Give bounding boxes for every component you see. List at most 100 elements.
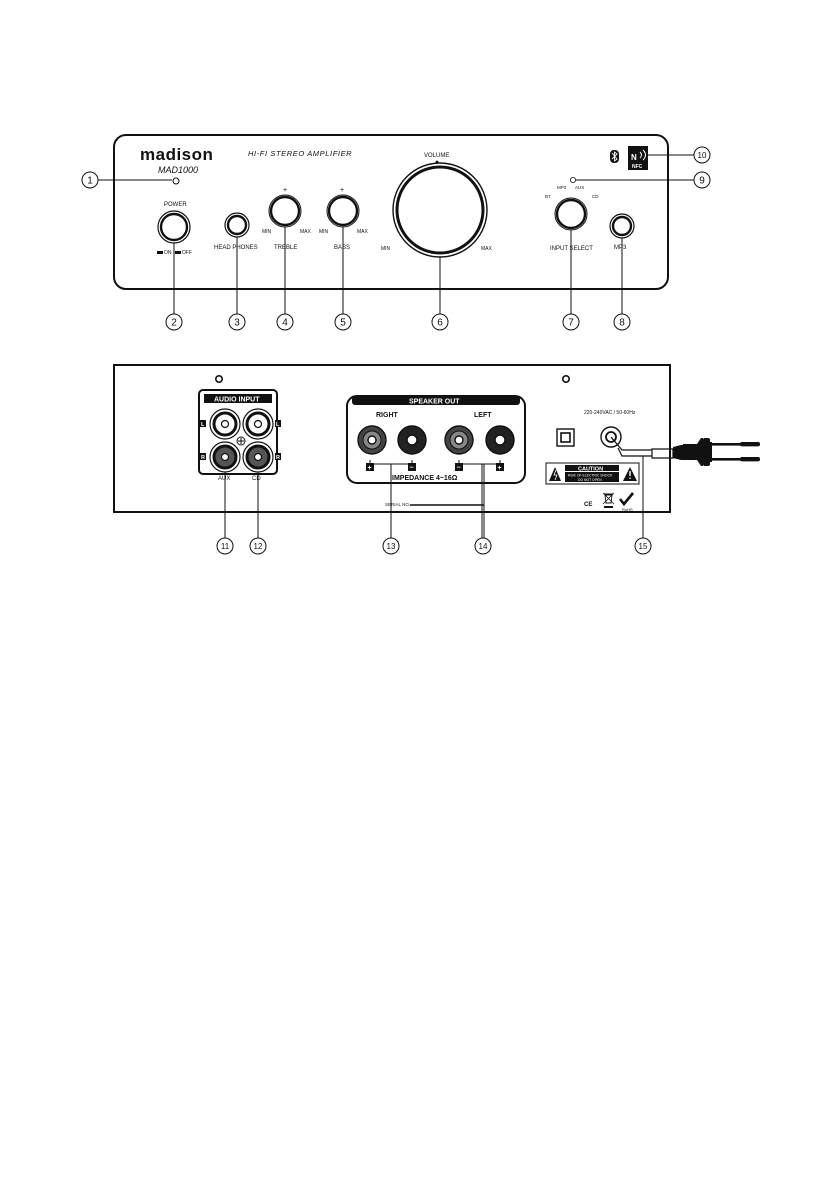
callout-1: 1 [81, 171, 99, 189]
right-plus-label: + [368, 465, 372, 472]
rear-panel [113, 364, 671, 513]
channel-l-label-right: L [276, 422, 280, 428]
treble-label: TREBLE [274, 245, 297, 251]
input-select-knob[interactable] [555, 198, 587, 230]
front-panel [113, 134, 669, 290]
svg-text:14: 14 [479, 542, 488, 551]
serial-label: SERIAL NO. [385, 502, 410, 507]
ce-mark: CE [584, 502, 592, 508]
fuse-holder [556, 428, 575, 447]
ground-symbol [236, 436, 246, 446]
treble-min: MIN [262, 229, 272, 235]
svg-text:4: 4 [282, 318, 288, 329]
callout-11: 11 [216, 537, 234, 555]
subtitle-label: HI-FI STEREO AMPLIFIER [248, 149, 352, 158]
svg-text:10: 10 [698, 151, 707, 160]
audio-input-title: AUDIO INPUT [214, 397, 260, 404]
audio-input-header [204, 394, 272, 403]
power-off-indicator [175, 251, 181, 254]
headphones-jack[interactable] [226, 214, 248, 236]
callout-8: 8 [613, 313, 631, 331]
treble-knob[interactable] [269, 195, 301, 227]
callout-9: 9 [693, 171, 711, 189]
power-led [172, 177, 180, 185]
svg-text:1: 1 [87, 176, 93, 187]
caution-line1: RISK OF ELECTRIC SHOCK [568, 474, 613, 478]
bass-max: MAX [357, 229, 369, 235]
rca-cd-right[interactable] [242, 441, 274, 473]
speaker-out-header [352, 396, 520, 405]
mp3-jack[interactable] [611, 215, 633, 237]
input-led [570, 176, 577, 183]
brand-logo: madison [140, 145, 213, 164]
volume-max: MAX [481, 246, 493, 252]
terminal-right-minus[interactable] [397, 425, 427, 455]
power-cord-grommet [600, 426, 622, 448]
terminal-left-minus[interactable] [444, 425, 474, 455]
callout-2: 2 [165, 313, 183, 331]
rca-cd-left[interactable] [242, 408, 274, 440]
right-plus-marker [366, 463, 374, 471]
caution-title: CAUTION [578, 467, 603, 473]
bass-plus: + [340, 187, 344, 194]
channel-l-marker-left [200, 420, 206, 427]
callout-4: 4 [276, 313, 294, 331]
svg-text:N: N [631, 153, 637, 162]
weee-bin-icon [602, 492, 615, 508]
rohs-label: RoHS [622, 507, 633, 512]
power-label: POWER [164, 202, 187, 208]
callout-13: 13 [382, 537, 400, 555]
svg-text:13: 13 [387, 542, 396, 551]
channel-r-marker-left [200, 453, 206, 460]
left-channel-label: LEFT [474, 412, 492, 419]
volume-knob[interactable] [395, 165, 485, 255]
treble-plus: + [283, 187, 287, 194]
callout-5: 5 [334, 313, 352, 331]
power-plug [651, 438, 760, 466]
svg-text:8: 8 [619, 318, 625, 329]
rca-aux-right[interactable] [209, 441, 241, 473]
callout-3: 3 [228, 313, 246, 331]
terminal-right-plus[interactable] [357, 425, 387, 455]
svg-text:6: 6 [437, 318, 443, 329]
input-aux-label: AUX [575, 185, 584, 190]
aux-label: AUX [218, 476, 230, 482]
nfc-icon: N NFC [628, 146, 648, 170]
callout-leaders [98, 154, 694, 538]
left-minus-marker [455, 463, 463, 471]
cd-label: CD [252, 476, 261, 482]
callout-6: 6 [431, 313, 449, 331]
power-on-indicator [157, 251, 163, 254]
bass-knob[interactable] [327, 195, 359, 227]
bass-label: BASS [334, 245, 350, 251]
channel-r-label-left: R [201, 455, 205, 461]
callout-12: 12 [249, 537, 267, 555]
bluetooth-icon [610, 150, 619, 163]
right-minus-marker [408, 463, 416, 471]
svg-text:5: 5 [340, 318, 346, 329]
svg-text:7: 7 [568, 318, 574, 329]
volume-label: VOLUME [424, 153, 449, 159]
svg-text:12: 12 [254, 542, 263, 551]
treble-max: MAX [300, 229, 312, 235]
caution-label: CAUTION RISK OF ELECTRIC SHOCK DO NOT OP… [545, 462, 640, 485]
channel-r-marker-right [275, 453, 281, 460]
power-cord-inner [610, 436, 652, 451]
impedance-label: IMPEDANCE 4~16Ω [392, 475, 458, 482]
input-cd-label: CD [592, 194, 599, 199]
bass-min: MIN [319, 229, 329, 235]
left-plus-marker [496, 463, 504, 471]
input-bt-label: BT [545, 194, 551, 199]
svg-text:2: 2 [171, 318, 177, 329]
svg-text:3: 3 [234, 318, 240, 329]
channel-l-marker-right [275, 420, 281, 427]
terminal-left-plus[interactable] [485, 425, 515, 455]
power-button[interactable] [159, 212, 189, 242]
nfc-label: NFC [632, 164, 643, 170]
volume-min: MIN [381, 246, 391, 252]
input-mp3-label: MP3 [557, 185, 567, 190]
callout-10: 10 [693, 146, 711, 164]
speaker-out-title: SPEAKER OUT [409, 399, 460, 406]
rca-aux-left[interactable] [209, 408, 241, 440]
